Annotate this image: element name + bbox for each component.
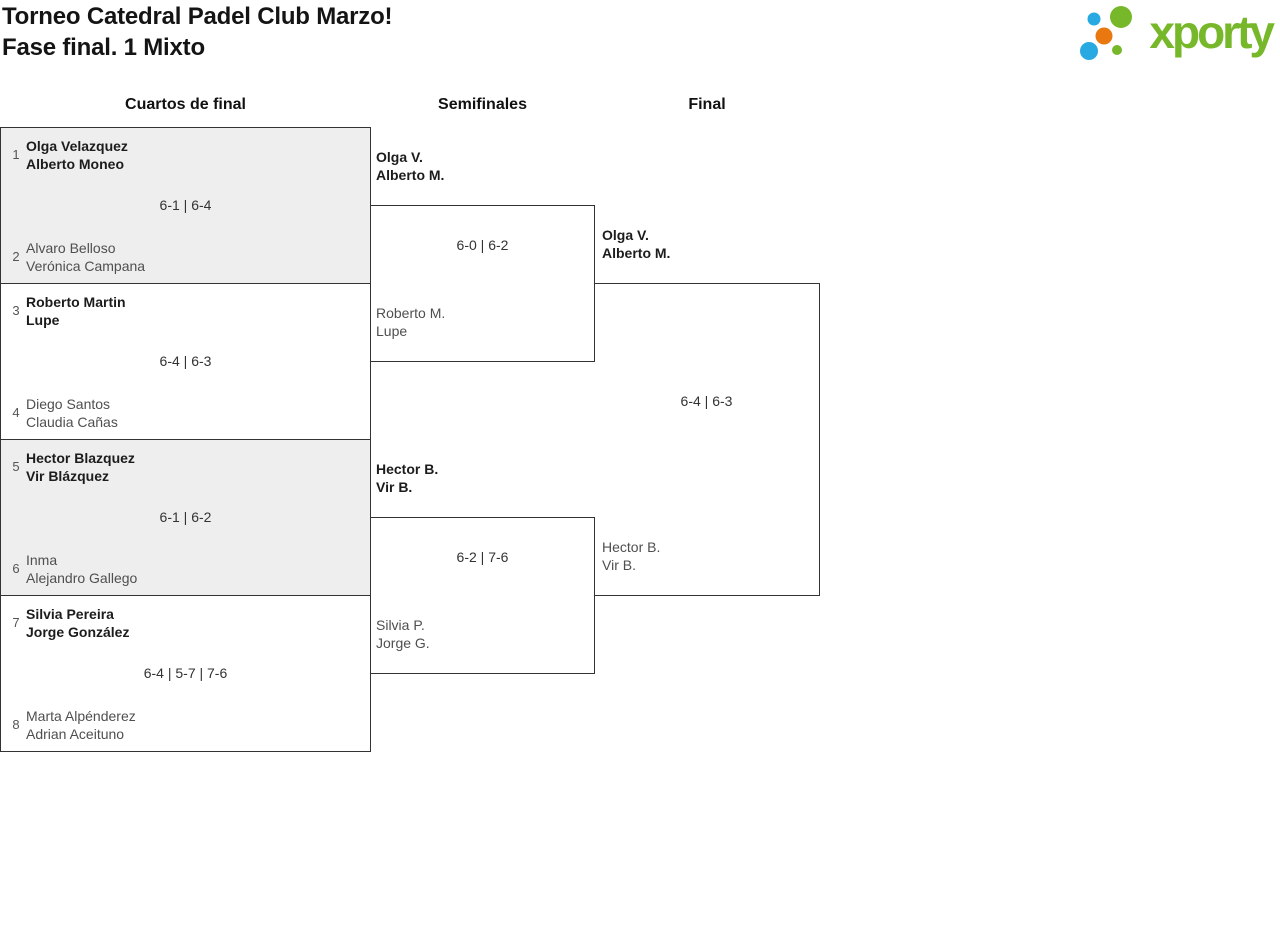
tournament-name: Torneo Catedral Padel Club Marzo! bbox=[2, 3, 393, 30]
seed-number: 4 bbox=[12, 405, 20, 420]
page-title: Torneo Catedral Padel Club Marzo! Fase f… bbox=[2, 1, 393, 63]
team-winner: Hector B. Vir B. bbox=[376, 460, 438, 496]
team-loser: Roberto M. Lupe bbox=[376, 304, 445, 340]
match-score: 6-1 | 6-4 bbox=[159, 197, 212, 213]
player-name: Alvaro Belloso bbox=[26, 240, 116, 256]
match-score: 6-1 | 6-2 bbox=[159, 509, 212, 525]
player-name: Claudia Cañas bbox=[26, 414, 118, 430]
match-final[interactable]: Olga V. Alberto M. 6-4 | 6-3 Hector B. V… bbox=[594, 227, 820, 596]
seed-number: 8 bbox=[12, 717, 20, 732]
player-name: Hector B. bbox=[602, 539, 661, 555]
player-name: Adrian Aceituno bbox=[26, 726, 125, 742]
match-score: 6-4 | 6-3 bbox=[159, 353, 212, 369]
seed-number: 5 bbox=[12, 459, 20, 474]
player-name: Alberto M. bbox=[602, 245, 671, 261]
team-winner: Olga V. Alberto M. bbox=[376, 148, 444, 184]
xporty-dots-icon bbox=[1080, 6, 1133, 60]
match-score: 6-4 | 6-3 bbox=[680, 393, 733, 409]
team-loser: Marta Alpénderez Adrian Aceituno bbox=[26, 707, 136, 743]
player-name: Silvia Pereira bbox=[26, 606, 114, 622]
round-header-semifinales: Semifinales bbox=[438, 96, 527, 113]
player-name: Roberto Martin bbox=[26, 294, 126, 310]
team-winner: Olga V. Alberto M. bbox=[602, 226, 670, 262]
match-quarterfinal-1[interactable]: 1 Olga Velazquez Alberto Moneo 6-1 | 6-4… bbox=[0, 127, 371, 284]
team-winner: Roberto Martin Lupe bbox=[26, 293, 126, 329]
match-semifinal-2[interactable]: Hector B. Vir B. 6-2 | 7-6 Silvia P. Jor… bbox=[370, 461, 595, 674]
round-header-cuartos: Cuartos de final bbox=[125, 96, 246, 113]
team-winner: Hector Blazquez Vir Blázquez bbox=[26, 449, 135, 485]
player-name: Lupe bbox=[26, 312, 60, 328]
seed-number: 3 bbox=[12, 303, 20, 318]
xporty-logo[interactable]: xporty bbox=[1071, 3, 1275, 65]
match-score: 6-2 | 7-6 bbox=[456, 549, 509, 565]
player-name: Jorge González bbox=[26, 624, 130, 640]
team-loser: Hector B. Vir B. bbox=[602, 538, 660, 574]
match-score: 6-4 | 5-7 | 7-6 bbox=[143, 665, 228, 681]
player-name: Jorge G. bbox=[376, 635, 430, 651]
player-name: Roberto M. bbox=[376, 305, 446, 321]
team-loser: Alvaro Belloso Verónica Campana bbox=[26, 239, 145, 275]
player-name: Hector B. bbox=[376, 461, 439, 477]
player-name: Olga V. bbox=[376, 149, 423, 165]
player-name: Vir Blázquez bbox=[26, 468, 109, 484]
seed-number: 1 bbox=[12, 147, 20, 162]
player-name: Alejandro Gallego bbox=[26, 570, 138, 586]
team-loser: Inma Alejandro Gallego bbox=[26, 551, 137, 587]
team-loser: Diego Santos Claudia Cañas bbox=[26, 395, 118, 431]
player-name: Marta Alpénderez bbox=[26, 708, 136, 724]
player-name: Inma bbox=[26, 552, 58, 568]
player-name: Alberto M. bbox=[376, 167, 445, 183]
seed-number: 2 bbox=[12, 249, 20, 264]
player-name: Lupe bbox=[376, 323, 408, 339]
match-quarterfinal-2[interactable]: 3 Roberto Martin Lupe 6-4 | 6-3 4 Diego … bbox=[0, 283, 371, 440]
seed-number: 7 bbox=[12, 615, 20, 630]
round-header-final: Final bbox=[688, 96, 726, 113]
player-name: Vir B. bbox=[376, 479, 413, 495]
match-semifinal-1[interactable]: Olga V. Alberto M. 6-0 | 6-2 Roberto M. … bbox=[370, 149, 595, 362]
team-loser: Silvia P. Jorge G. bbox=[376, 616, 430, 652]
team-winner: Olga Velazquez Alberto Moneo bbox=[26, 137, 128, 173]
player-name: Hector Blazquez bbox=[26, 450, 135, 466]
player-name: Verónica Campana bbox=[26, 258, 146, 274]
team-winner: Silvia Pereira Jorge González bbox=[26, 605, 129, 641]
match-score: 6-0 | 6-2 bbox=[456, 237, 509, 253]
player-name: Alberto Moneo bbox=[26, 156, 124, 172]
match-quarterfinal-3[interactable]: 5 Hector Blazquez Vir Blázquez 6-1 | 6-2… bbox=[0, 439, 371, 596]
player-name: Diego Santos bbox=[26, 396, 111, 412]
player-name: Vir B. bbox=[602, 557, 636, 573]
match-quarterfinal-4[interactable]: 7 Silvia Pereira Jorge González 6-4 | 5-… bbox=[0, 595, 371, 752]
phase-subtitle: Fase final. 1 Mixto bbox=[2, 34, 205, 61]
seed-number: 6 bbox=[12, 561, 20, 576]
xporty-wordmark: xporty bbox=[1149, 6, 1275, 58]
player-name: Silvia P. bbox=[376, 617, 425, 633]
player-name: Olga Velazquez bbox=[26, 138, 128, 154]
player-name: Olga V. bbox=[602, 227, 649, 243]
